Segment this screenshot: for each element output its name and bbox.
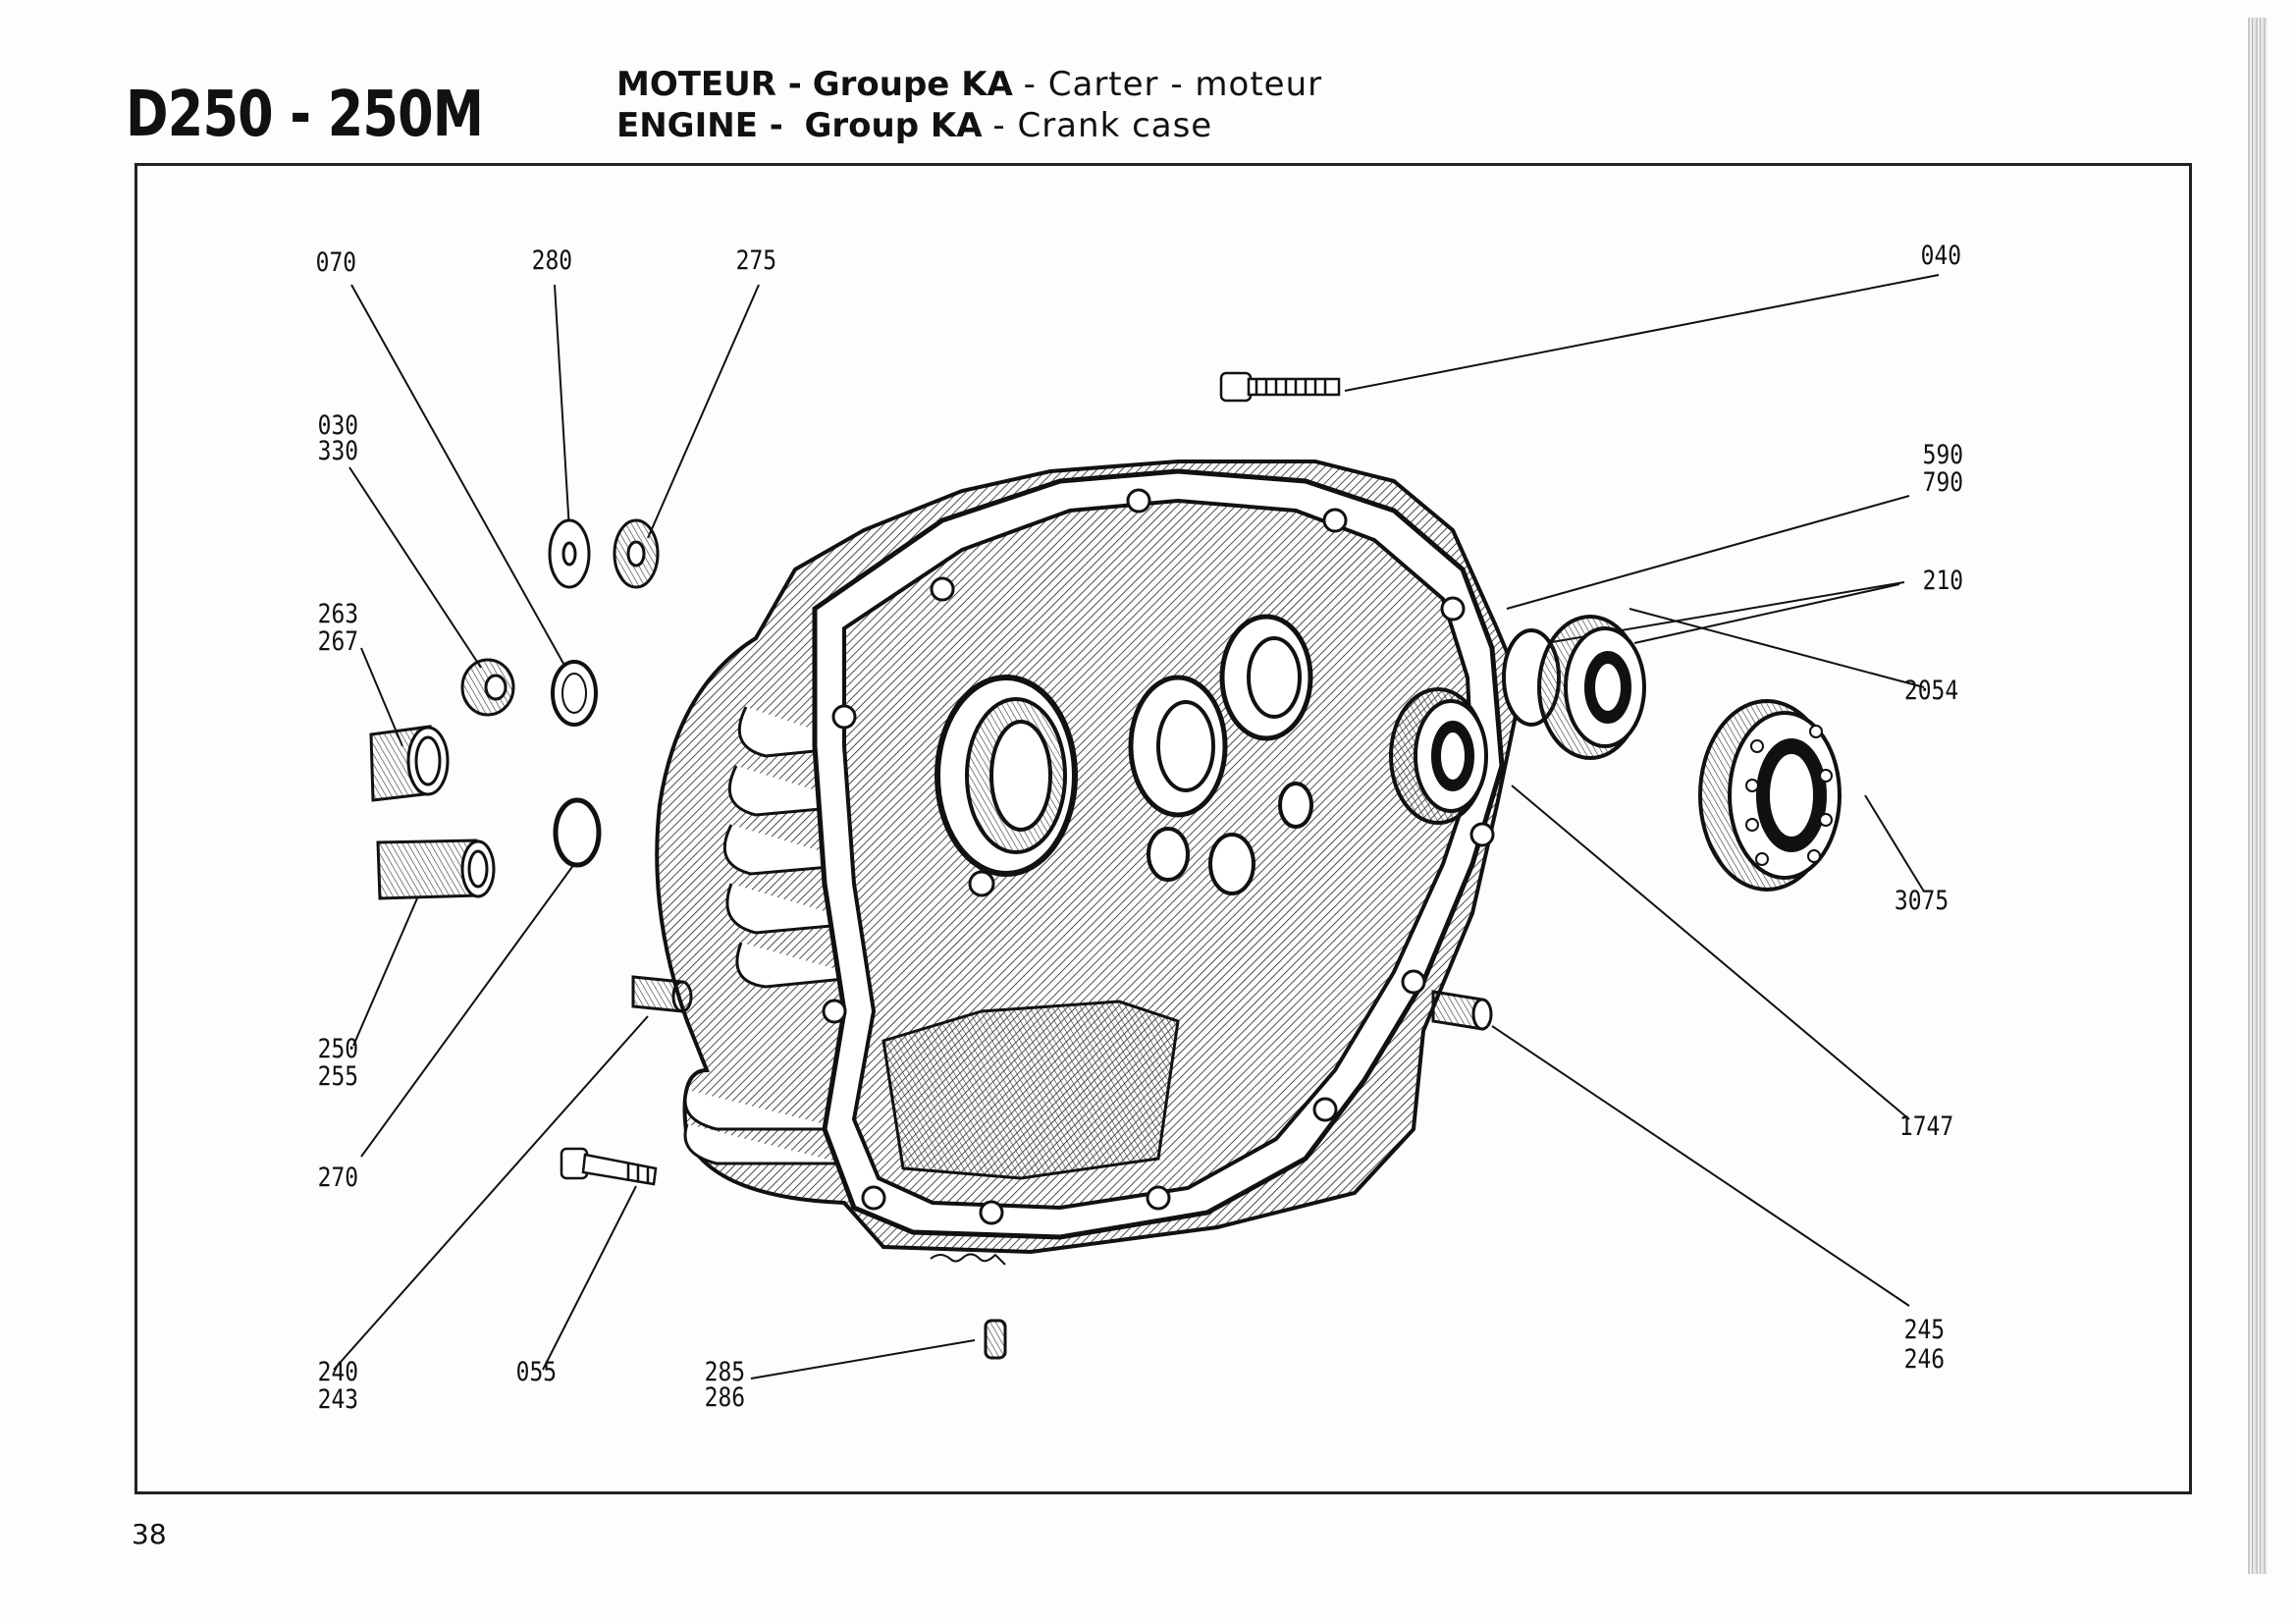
callout-1747: 1747 [1898, 1111, 1954, 1142]
callout-267: 267 [317, 626, 359, 657]
callout-245: 245 [1903, 1315, 1946, 1345]
leader-lines [333, 274, 1940, 1380]
heading-english: ENGINE - Group KA - Crank case [616, 106, 1212, 145]
heading-en-section: ENGINE - [616, 106, 783, 145]
callout-240: 240 [317, 1357, 359, 1387]
heading-fr-section: MOTEUR - [616, 65, 802, 104]
callout-070: 070 [315, 247, 357, 278]
callout-790: 790 [1922, 467, 1964, 498]
bearing-210 [1502, 615, 1646, 760]
callout-275: 275 [735, 245, 777, 276]
bearing-3075 [1698, 699, 1842, 892]
heading-en-part: - Crank case [992, 106, 1213, 145]
callout-243: 243 [317, 1384, 359, 1415]
pin-285 [984, 1319, 1007, 1360]
model-title: D250 - 250M [126, 79, 484, 151]
callout-2054: 2054 [1903, 676, 1959, 706]
callout-286: 286 [704, 1382, 746, 1413]
diagram-frame [134, 163, 2192, 1494]
crank-case [655, 460, 1524, 1255]
artist-signature [930, 1253, 1006, 1266]
heading-fr-part: - Carter - moteur [1023, 65, 1323, 104]
heading-fr-group: Groupe KA [812, 65, 1013, 104]
callout-040: 040 [1920, 241, 1962, 271]
bushing-250 [376, 839, 496, 900]
bushing-263 [369, 725, 450, 802]
callout-590: 590 [1922, 440, 1964, 470]
scanned-page-edge [2248, 18, 2268, 1574]
callout-285: 285 [704, 1357, 746, 1387]
callout-270: 270 [317, 1163, 359, 1193]
washers-top [548, 518, 660, 589]
callout-246: 246 [1903, 1344, 1946, 1375]
bolt-055 [560, 1147, 658, 1186]
callout-030: 030 [317, 410, 359, 441]
callout-280: 280 [531, 245, 573, 276]
bolt-040 [1219, 371, 1341, 403]
callout-210: 210 [1922, 566, 1964, 596]
callout-250: 250 [317, 1034, 359, 1064]
page-number: 38 [132, 1518, 167, 1550]
heading-en-group: Group KA [804, 106, 983, 145]
callout-3075: 3075 [1894, 886, 1949, 916]
bearing-1747 [1389, 687, 1488, 825]
heading-french: MOTEUR - Groupe KA - Carter - moteur [616, 65, 1322, 104]
callout-055: 055 [515, 1357, 558, 1387]
ring-270 [553, 797, 602, 868]
callout-263: 263 [317, 599, 359, 629]
callout-330: 330 [317, 436, 359, 466]
nut-030 [460, 658, 515, 717]
callout-255: 255 [317, 1061, 359, 1092]
